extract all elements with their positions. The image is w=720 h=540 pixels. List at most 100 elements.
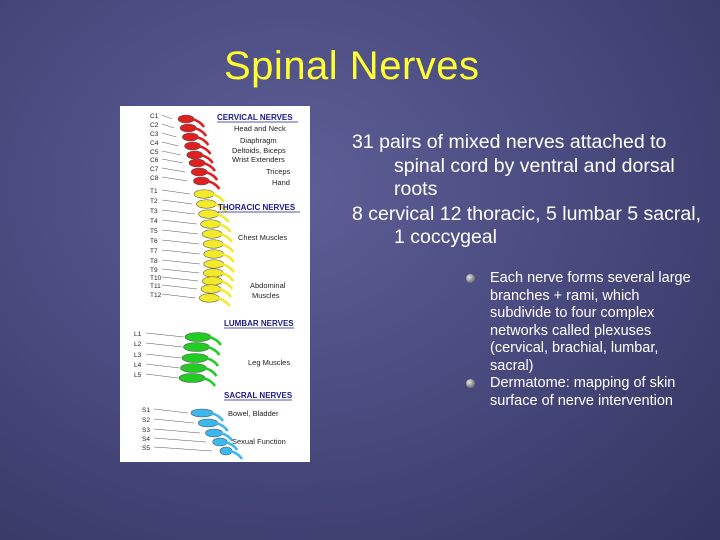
vertebra-label-t12: T12 bbox=[150, 292, 162, 299]
vertebra-label-t2: T2 bbox=[150, 198, 158, 205]
vertebra-t1 bbox=[193, 189, 215, 199]
nerve-root-c2 bbox=[193, 126, 208, 137]
leader-line bbox=[145, 363, 180, 369]
lumbar-header: LUMBAR NERVES bbox=[224, 319, 294, 328]
vertebra-label-t11: T11 bbox=[150, 283, 161, 290]
nerve-root-l2 bbox=[207, 345, 221, 356]
leader-line bbox=[161, 199, 193, 205]
vertebra-s2 bbox=[197, 418, 219, 428]
label-hand: Hand bbox=[272, 178, 290, 187]
label-chest: Chest Muscles bbox=[238, 233, 287, 242]
thoracic-header: THORACIC NERVES bbox=[218, 203, 296, 212]
leader-line bbox=[161, 176, 188, 182]
vertebra-l1 bbox=[184, 332, 212, 342]
vertebra-s1 bbox=[190, 408, 214, 418]
vertebra-c6 bbox=[188, 158, 206, 168]
vertebra-l3 bbox=[181, 353, 209, 363]
sub-bullet-item: Dermatome: mapping of skin surface of ne… bbox=[464, 375, 704, 410]
nerve-root-c8 bbox=[207, 179, 221, 190]
vertebra-t11 bbox=[200, 284, 222, 294]
leader-line bbox=[161, 293, 196, 299]
vertebra-l4 bbox=[180, 363, 207, 373]
label-abdominal-2: Muscles bbox=[252, 291, 280, 300]
vertebra-label-c1: C1 bbox=[150, 113, 159, 120]
leader-line bbox=[161, 158, 184, 164]
nerve-root-c4 bbox=[198, 144, 212, 155]
nerve-root-s2 bbox=[215, 421, 229, 432]
vertebra-label-l2: L2 bbox=[134, 341, 142, 348]
vertebra-t8 bbox=[203, 259, 225, 269]
vertebra-t6 bbox=[202, 239, 224, 249]
leader-line bbox=[153, 428, 201, 434]
vertebra-c5 bbox=[186, 150, 204, 160]
vertebra-label-c2: C2 bbox=[150, 122, 159, 129]
vertebra-t10 bbox=[202, 276, 223, 286]
label-abdominal-1: Abdominal bbox=[250, 281, 286, 290]
vertebra-label-l3: L3 bbox=[134, 352, 142, 359]
vertebra-label-t4: T4 bbox=[150, 218, 158, 225]
nerve-root-t7 bbox=[221, 252, 235, 263]
vertebra-label-c7: C7 bbox=[150, 166, 159, 173]
leader-line bbox=[161, 229, 199, 235]
vertebra-c8 bbox=[193, 176, 210, 186]
nerve-root-c5 bbox=[200, 153, 214, 164]
sub-bullet-dermatome: Dermatome: mapping of skin surface of ne… bbox=[490, 375, 676, 409]
vertebra-c4 bbox=[184, 141, 201, 151]
vertebra-t4 bbox=[200, 219, 221, 229]
leader-line bbox=[161, 268, 200, 274]
nerve-root-c6 bbox=[202, 161, 217, 172]
vertebra-label-s3: S3 bbox=[142, 427, 150, 434]
vertebra-label-t5: T5 bbox=[150, 228, 158, 235]
vertebra-t12 bbox=[199, 293, 220, 303]
sub-bullet-item: Each nerve forms several large branches … bbox=[464, 270, 704, 375]
leader-line bbox=[145, 373, 179, 379]
vertebra-c7 bbox=[190, 167, 208, 177]
nerve-root-l5 bbox=[202, 376, 217, 387]
sub-bullet-rami: Each nerve forms several large branches … bbox=[490, 270, 691, 374]
leader-line bbox=[161, 284, 198, 290]
nerve-root-l1 bbox=[208, 335, 223, 346]
vertebra-label-s1: S1 bbox=[142, 407, 150, 414]
leader-line bbox=[161, 219, 197, 225]
nerve-root-t9 bbox=[220, 271, 235, 282]
label-leg: Leg Muscles bbox=[248, 358, 290, 367]
nerve-root-t10 bbox=[220, 279, 234, 290]
nerve-root-t6 bbox=[220, 242, 235, 253]
leader-line bbox=[161, 150, 181, 156]
vertebra-label-s2: S2 bbox=[142, 417, 150, 424]
vertebra-t9 bbox=[203, 268, 224, 278]
nerve-root-t3 bbox=[216, 212, 230, 223]
nerve-root-t5 bbox=[219, 232, 234, 243]
label-diaphragm: Diaphragm bbox=[240, 136, 277, 145]
vertebra-c1 bbox=[177, 114, 195, 124]
leader-line bbox=[145, 353, 182, 359]
vertebra-label-l4: L4 bbox=[134, 362, 142, 369]
leader-line bbox=[153, 418, 195, 424]
spine-illustration: C1C2C3C4C5C6C7C8T1T2T3T4T5T6T7T8T9T10T11… bbox=[134, 113, 300, 460]
nerve-root-s1 bbox=[210, 411, 225, 422]
vertebra-label-l5: L5 bbox=[134, 372, 142, 379]
label-deltoids: Deltoids, Biceps bbox=[232, 146, 286, 155]
vertebra-label-t1: T1 bbox=[150, 188, 158, 195]
vertebra-l2 bbox=[183, 342, 210, 352]
nerve-root-l3 bbox=[205, 356, 220, 367]
bullet-nerve-counts: 8 cervical 12 thoracic, 5 lumbar 5 sacra… bbox=[352, 202, 701, 249]
label-triceps: Triceps bbox=[266, 167, 291, 176]
leader-line bbox=[161, 276, 199, 282]
slide-title: Spinal Nerves bbox=[224, 44, 480, 88]
vertebra-label-t9: T9 bbox=[150, 267, 158, 274]
sacral-header: SACRAL NERVES bbox=[224, 391, 293, 400]
leader-line bbox=[161, 259, 200, 265]
vertebra-label-c4: C4 bbox=[150, 140, 159, 147]
leader-line bbox=[161, 189, 191, 195]
label-wrist: Wrist Extenders bbox=[232, 155, 285, 164]
vertebra-label-l1: L1 bbox=[134, 331, 142, 338]
leader-line bbox=[153, 408, 189, 414]
nerve-root-t4 bbox=[218, 222, 232, 233]
vertebra-c3 bbox=[182, 132, 199, 142]
nerve-root-s5 bbox=[229, 449, 244, 460]
bullet-nerve-pairs: 31 pairs of mixed nerves attached to spi… bbox=[352, 131, 675, 200]
vertebra-t3 bbox=[198, 209, 219, 219]
sub-bullet-list: Each nerve forms several large branches … bbox=[464, 270, 704, 410]
